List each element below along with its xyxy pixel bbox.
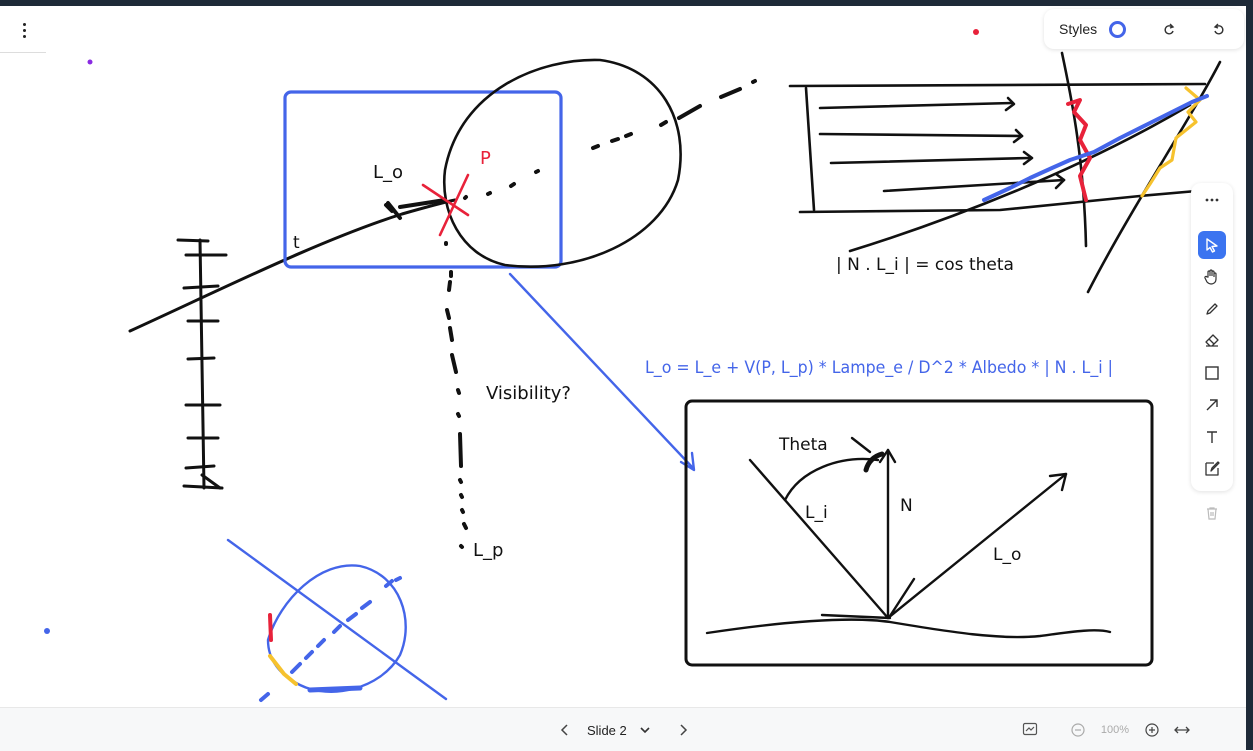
more-horizontal-icon[interactable]	[1198, 186, 1226, 214]
label-n: N	[900, 496, 913, 516]
delete-button[interactable]	[1199, 500, 1225, 526]
undo-icon	[1213, 23, 1224, 35]
blue-connector-arrow	[508, 272, 695, 470]
point-p-mark	[421, 173, 470, 237]
text-tool[interactable]	[1198, 423, 1226, 451]
styles-label[interactable]: Styles	[1059, 21, 1098, 37]
label-theta: Theta	[778, 435, 828, 455]
rectangle-tool[interactable]	[1198, 359, 1226, 387]
minimap-button[interactable]	[1018, 717, 1042, 741]
stray-dot	[44, 628, 50, 634]
rectangle-icon	[1205, 366, 1219, 380]
eraser-tool[interactable]	[1198, 327, 1226, 355]
reflection-sketch	[705, 436, 1112, 639]
ray-line	[128, 198, 457, 333]
arrow-icon	[1206, 399, 1218, 411]
current-color-swatch[interactable]	[1109, 20, 1127, 38]
zoom-out-icon	[1071, 723, 1085, 737]
trash-icon	[1207, 507, 1217, 520]
hand-tool[interactable]	[1198, 263, 1226, 291]
red-scribble	[1066, 98, 1092, 202]
pencil-icon	[1206, 303, 1218, 315]
menu-divider	[0, 52, 46, 53]
undo-button[interactable]	[1204, 9, 1234, 49]
bottom-bar: Slide 2 100%	[0, 707, 1246, 751]
redo-icon	[1164, 23, 1175, 35]
circle-sketch	[442, 58, 682, 268]
styles-panel: Styles	[1044, 9, 1244, 49]
shading-sketch	[788, 51, 1222, 294]
zoom-in-icon	[1145, 723, 1159, 737]
minimap-icon	[1022, 722, 1038, 736]
zoom-level[interactable]: 100%	[1100, 724, 1130, 736]
select-tool[interactable]	[1198, 231, 1226, 259]
light-path-dotted	[444, 241, 468, 549]
draw-tool[interactable]	[1198, 295, 1226, 323]
main-menu-button[interactable]	[6, 14, 42, 46]
tools-toolbar	[1191, 183, 1233, 491]
slide-dropdown-button[interactable]	[633, 718, 657, 742]
blue-frame	[283, 90, 563, 269]
label-cos-theta: | N . L_i | = cos theta	[836, 255, 1014, 275]
ladder-sketch	[176, 238, 228, 490]
blue-scribble	[982, 94, 1209, 202]
redo-button[interactable]	[1154, 9, 1184, 49]
chevron-down-icon	[640, 727, 650, 734]
rendering-equation: L_o = L_e + V(P, L_p) * Lampe_e / D^2 * …	[645, 358, 1113, 378]
ray-dotted	[463, 79, 757, 200]
next-slide-button[interactable]	[671, 718, 695, 742]
label-l-o: L_o	[373, 162, 403, 183]
note-tool[interactable]	[1198, 455, 1226, 483]
label-l-o-reflect: L_o	[993, 545, 1021, 565]
fit-width-button[interactable]	[1170, 718, 1194, 742]
small-red-mark	[268, 613, 273, 642]
zoom-out-button[interactable]	[1066, 718, 1090, 742]
reflection-frame	[684, 399, 1154, 667]
eraser-icon	[1205, 334, 1219, 347]
stray-dot	[87, 59, 93, 65]
stray-dot	[973, 29, 979, 35]
small-line	[226, 538, 448, 701]
chevron-right-icon	[680, 724, 687, 736]
theta-arrowhead	[863, 451, 885, 473]
slide-navigator: Slide 2	[553, 717, 695, 743]
note-icon	[1205, 461, 1220, 476]
chevron-left-icon	[560, 724, 568, 736]
small-blue-mark	[307, 685, 363, 693]
previous-slide-button[interactable]	[553, 718, 577, 742]
drawing-canvas[interactable]: L_o P t Visibility? L_p | N . L_i | = co…	[0, 0, 1246, 707]
label-p: P	[480, 148, 491, 169]
small-dotted	[259, 576, 402, 702]
small-yellow-mark	[268, 654, 298, 686]
text-icon	[1207, 431, 1217, 443]
zoom-controls: 100%	[1066, 717, 1194, 743]
more-vertical-icon	[22, 22, 26, 38]
label-l-i: L_i	[805, 503, 828, 523]
window-top-frame	[0, 0, 1253, 6]
label-l-p: L_p	[473, 540, 503, 561]
select-icon	[1206, 238, 1218, 253]
arrow-tool[interactable]	[1198, 391, 1226, 419]
zoom-in-button[interactable]	[1140, 718, 1164, 742]
label-t: t	[293, 233, 300, 253]
yellow-scribble	[1140, 86, 1202, 198]
fit-width-icon	[1174, 726, 1190, 734]
label-visibility: Visibility?	[486, 383, 571, 404]
slide-title[interactable]: Slide 2	[587, 722, 627, 738]
ray-arrowhead	[384, 198, 447, 220]
hand-icon	[1204, 269, 1217, 285]
window-right-frame	[1246, 0, 1253, 750]
